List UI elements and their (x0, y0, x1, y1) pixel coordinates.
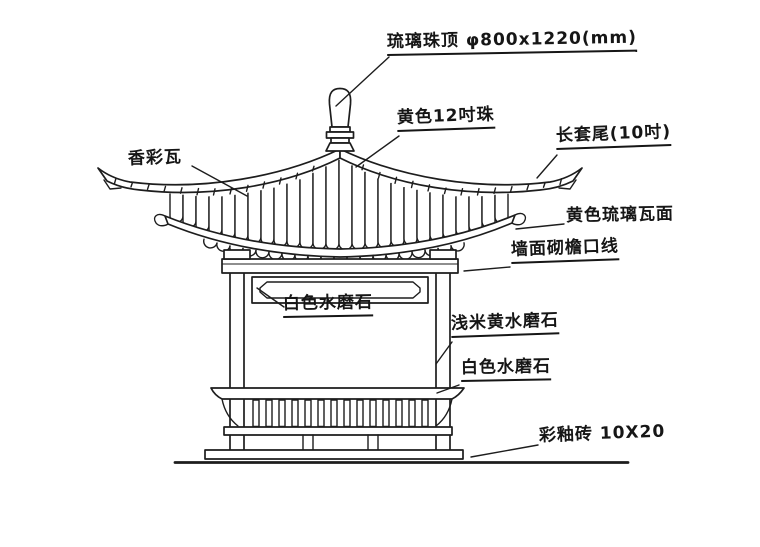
left-eave-tip-hook (103, 179, 122, 190)
leader-eave-corner-tile (191, 165, 248, 197)
right-eave-tip-hook (558, 179, 577, 190)
eave-fascia-band (153, 212, 527, 258)
leader-column-terrazzo (435, 341, 453, 365)
left-column-cap (223, 249, 251, 260)
label-bench-terrazzo: 白色水磨石 (461, 356, 552, 382)
leader-floor-brick (470, 444, 539, 458)
label-beam-terrazzo: 白色水磨石 (283, 292, 374, 318)
leader-lines (191, 56, 565, 458)
bench-balusters (252, 399, 429, 428)
right-fascia-curl (511, 212, 527, 226)
left-fascia-curl (153, 213, 169, 227)
columns (229, 258, 451, 451)
roof-finial (325, 87, 355, 152)
leader-finial (335, 56, 390, 107)
bench-seat (210, 387, 465, 400)
roof-ridge-band (97, 148, 583, 194)
leader-roof-surface (515, 223, 565, 230)
label-cornice-line: 墙面砌檐口线 (511, 236, 620, 264)
bench-right-leg (435, 398, 453, 427)
finial-base (325, 142, 355, 152)
leader-corner-tail (536, 154, 558, 179)
finial-knob (328, 87, 352, 128)
label-corner-tail: 长套尾(10吋) (556, 122, 672, 150)
label-finial-spec: 琉璃珠顶 φ800x1220(mm) (387, 28, 638, 56)
leader-cornice-line (463, 266, 511, 272)
label-ridge-ornament: 黄色12吋珠 (397, 105, 496, 132)
label-column-terrazzo: 浅米黄水磨石 (451, 310, 560, 338)
base-platform (173, 449, 630, 464)
label-roof-tile-surface: 黄色琉璃瓦面 (565, 204, 675, 226)
leader-ridge-ornament (355, 135, 400, 168)
bench-balustrade (210, 387, 465, 451)
leader-bench-terrazzo (436, 384, 460, 394)
ridge-tile-ticks (113, 164, 563, 196)
plinth (204, 449, 464, 460)
label-eave-corner-tile: 香彩瓦 (127, 147, 183, 169)
bench-left-leg (221, 398, 239, 427)
eave-beam (221, 249, 459, 274)
right-column-cap (429, 249, 457, 260)
leader-beam-terrazzo (256, 287, 285, 308)
bench-lower-rail (223, 426, 453, 436)
